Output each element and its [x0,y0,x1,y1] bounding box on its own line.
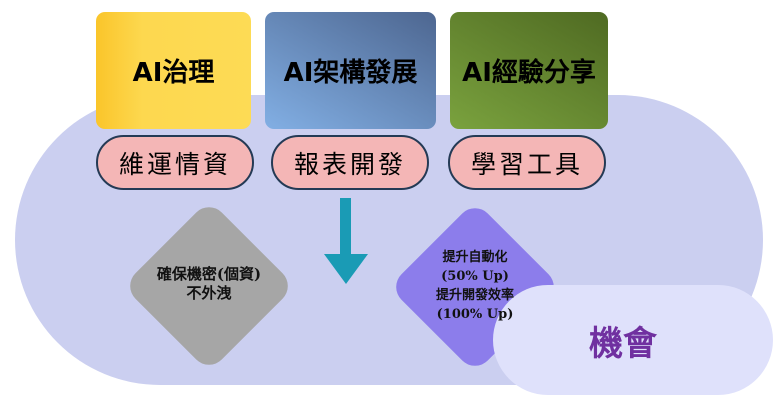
diamond-line: (50% Up) [441,269,509,284]
diamond-line: 不外洩 [186,284,232,302]
confidentiality-text: 確保機密(個資) 不外洩 [118,265,300,303]
pill-label: 報表開發 [293,149,406,179]
diamond-line: (100% Up) [436,307,514,322]
header-label: AI架構發展 [283,58,418,88]
pill-label: 維運情資 [118,149,231,179]
pill-report-dev: 報表開發 [271,135,429,190]
header-ai-experience: AI經驗分享 [450,12,608,129]
header-label: AI經驗分享 [462,58,596,88]
diamond-line: 提升開發效率 [435,288,514,303]
diamond-line: 提升自動化 [442,250,508,265]
opportunity-pill: 機會 [493,285,773,395]
pill-label: 學習工具 [470,149,583,179]
header-ai-architecture: AI架構發展 [265,12,436,129]
pill-ops-intel: 維運情資 [96,135,254,190]
down-arrow-icon [324,198,368,284]
efficiency-text: 提升自動化 (50% Up) 提升開發效率 (100% Up) [395,248,555,324]
opportunity-label: 機會 [589,323,657,364]
header-ai-governance: AI治理 [96,12,251,129]
diamond-line: 確保機密(個資) [156,265,262,283]
pill-learning-tools: 學習工具 [448,135,606,190]
header-label: AI治理 [132,58,215,88]
